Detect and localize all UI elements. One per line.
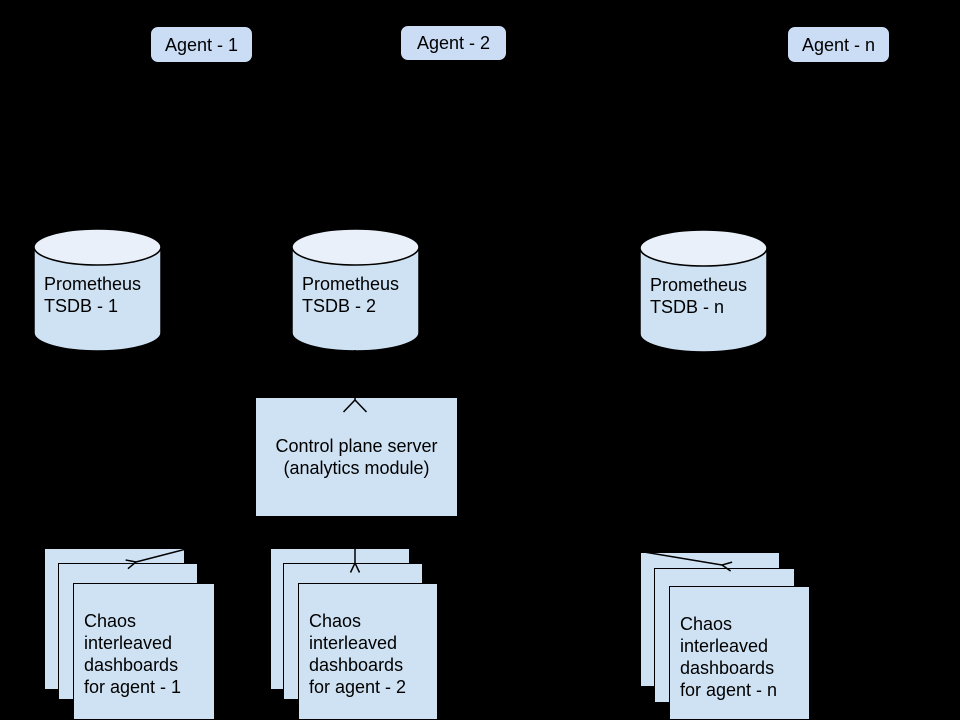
agent-label-2: Agent - 2 — [416, 33, 491, 53]
dashboard-page-front: Chaos interleaved dashboards for agent -… — [669, 586, 810, 720]
tsdb-label-2: Prometheus TSDB - 2 — [302, 274, 400, 316]
agent-label-n: Agent - n — [801, 34, 876, 55]
control-plane-node: Control plane server (analytics module) — [255, 397, 458, 517]
tsdb-cylinder-1: Prometheus TSDB - 1 — [33, 228, 162, 352]
cylinder-shape-icon — [291, 228, 420, 352]
cylinder-shape-icon — [33, 228, 162, 352]
tsdb-cylinder-2: Prometheus TSDB - 2 — [291, 228, 420, 352]
dashboard-page-front: Chaos interleaved dashboards for agent -… — [73, 583, 215, 720]
dashboard-label-1: Chaos interleaved dashboards for agent -… — [84, 611, 182, 697]
dashboard-label-n: Chaos interleaved dashboards for agent -… — [680, 614, 778, 700]
agent-node-2: Agent - 2 — [400, 25, 507, 61]
cylinder-shape-icon — [639, 229, 768, 353]
dashboard-page-front: Chaos interleaved dashboards for agent -… — [298, 583, 438, 720]
dashboard-label-2: Chaos interleaved dashboards for agent -… — [309, 611, 407, 697]
agent-node-n: Agent - n — [787, 26, 890, 63]
tsdb-label-n: Prometheus TSDB - n — [650, 275, 748, 317]
tsdb-label-1: Prometheus TSDB - 1 — [44, 274, 142, 316]
tsdb-cylinder-n: Prometheus TSDB - n — [639, 229, 768, 353]
control-plane-label: Control plane server (analytics module) — [275, 436, 438, 478]
agent-label-1: Agent - 1 — [164, 34, 239, 55]
agent-node-1: Agent - 1 — [150, 26, 253, 63]
